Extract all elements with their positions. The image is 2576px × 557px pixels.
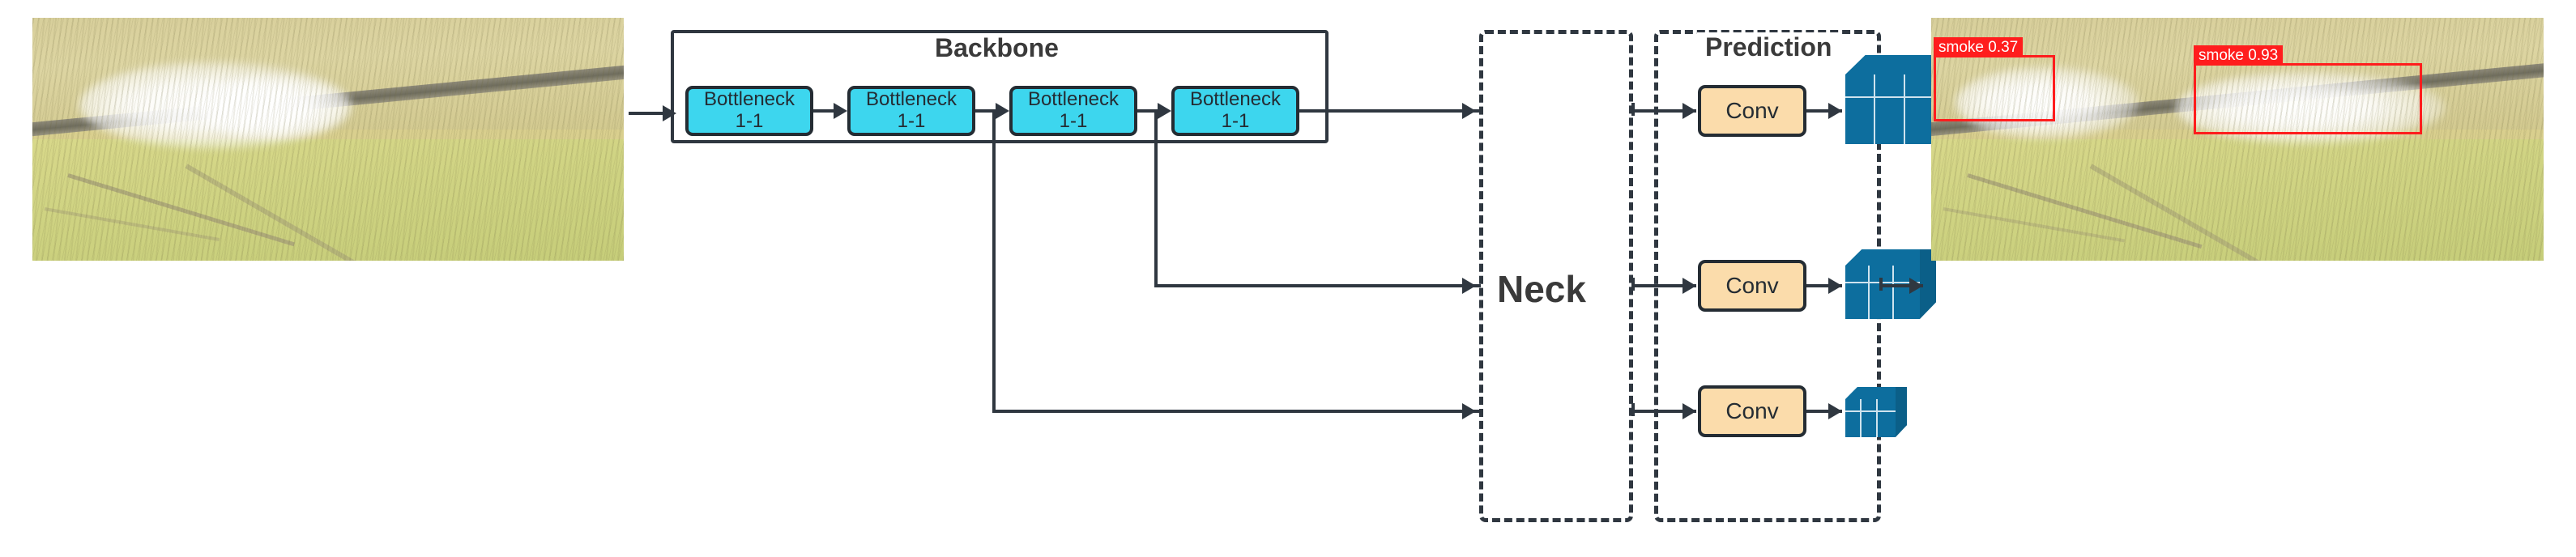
output-image: smoke 0.37 smoke 0.93 xyxy=(1931,18,2544,261)
bottleneck-3-line2: 1-1 xyxy=(1059,110,1088,132)
arrow-neck-pred3-head xyxy=(1683,403,1696,419)
bottleneck-block-1[interactable]: Bottleneck 1-1 xyxy=(685,86,813,136)
bottleneck-3-line1: Bottleneck xyxy=(1027,88,1120,111)
backbone-group xyxy=(671,30,1329,143)
conv-3-label: Conv xyxy=(1725,398,1779,424)
cube-cell xyxy=(1845,98,1875,144)
skip-bn2-horizontal xyxy=(992,410,1481,413)
cube-medium-front xyxy=(1845,266,1920,319)
output-cube-small xyxy=(1845,387,1907,437)
cube-small-top xyxy=(1845,387,1896,399)
bottleneck-block-2[interactable]: Bottleneck 1-1 xyxy=(847,86,975,136)
detection-box-2: smoke 0.93 xyxy=(2194,45,2422,134)
arrow-prediction-to-output-head xyxy=(1909,278,1923,294)
bottleneck-1-line2: 1-1 xyxy=(735,110,764,132)
arrow-neck-pred3-line xyxy=(1633,410,1696,413)
input-image xyxy=(32,18,624,261)
cube-small-front xyxy=(1845,399,1896,437)
input-lower-field xyxy=(32,139,624,261)
arrow-backbone-to-neck-top-line xyxy=(1299,109,1481,113)
bottleneck-2-line2: 1-1 xyxy=(897,110,926,132)
arrow-bn1-bn2-line xyxy=(813,109,834,113)
bottleneck-1-line1: Bottleneck xyxy=(703,88,795,111)
output-lower-field xyxy=(1931,139,2544,261)
cube-cell xyxy=(1845,412,1862,437)
output-smoke-plume-left xyxy=(1955,66,2140,139)
arrow-conv1-cube1-line xyxy=(1806,109,1842,113)
skip-bn3-head xyxy=(1462,278,1476,294)
neck-title: Neck xyxy=(1497,268,1586,310)
cube-medium-side xyxy=(1920,249,1936,319)
conv-1-label: Conv xyxy=(1725,98,1779,124)
arrow-backbone-to-neck-top-head xyxy=(1462,103,1476,119)
cube-medium-top xyxy=(1845,249,1920,266)
cube-cell xyxy=(1845,74,1875,98)
arrow-neck-pred1-head xyxy=(1683,103,1696,119)
backbone-title: Backbone xyxy=(927,33,1067,63)
arrow-neck-pred1-line xyxy=(1633,109,1696,113)
cube-cell xyxy=(1878,399,1896,412)
cube-cell xyxy=(1875,74,1905,98)
skip-bn2-head xyxy=(1462,403,1476,419)
conv-block-3[interactable]: Conv xyxy=(1698,385,1806,437)
cube-cell xyxy=(1905,98,1936,144)
cube-cell xyxy=(1845,266,1870,283)
detection-label-1: smoke 0.37 xyxy=(1934,37,2024,57)
neck-group xyxy=(1479,30,1633,522)
arrow-prediction-to-output-line xyxy=(1881,284,1923,287)
cube-cell xyxy=(1875,98,1905,144)
conv-2-label: Conv xyxy=(1725,273,1779,299)
arrow-conv3-cube3-head xyxy=(1828,403,1842,419)
bottleneck-block-3[interactable]: Bottleneck 1-1 xyxy=(1009,86,1137,136)
skip-bn3-horizontal xyxy=(1154,284,1481,287)
arrow-conv1-cube1-head xyxy=(1828,103,1842,119)
arrow-conv2-cube2-head xyxy=(1828,278,1842,294)
output-cube-medium xyxy=(1845,249,1936,319)
cube-cell xyxy=(1878,412,1896,437)
skip-bn3-vertical xyxy=(1154,109,1158,287)
cube-cell xyxy=(1845,399,1862,412)
input-smoke-plume-tail xyxy=(198,76,352,139)
arrow-conv2-cube2-line xyxy=(1806,284,1842,287)
cube-cell xyxy=(1905,74,1936,98)
arrow-bn2-bn3-line xyxy=(975,109,996,113)
input-texture xyxy=(32,18,624,261)
conv-block-2[interactable]: Conv xyxy=(1698,260,1806,312)
cube-cell xyxy=(1845,283,1870,319)
cube-small-side xyxy=(1896,387,1907,437)
conv-block-1[interactable]: Conv xyxy=(1698,85,1806,137)
detection-box-1: smoke 0.37 xyxy=(1934,37,2055,121)
cube-cell xyxy=(1862,412,1878,437)
arrow-bn3-bn4-line xyxy=(1137,109,1158,113)
arrow-neck-pred2-line xyxy=(1633,284,1696,287)
bottleneck-4-line1: Bottleneck xyxy=(1189,88,1282,111)
bottleneck-2-line1: Bottleneck xyxy=(865,88,957,111)
arrow-bn3-bn4-head xyxy=(1158,103,1171,119)
arrow-input-to-backbone-line xyxy=(629,112,663,115)
cube-large-front xyxy=(1845,74,1936,144)
arrow-bn2-bn3-head xyxy=(996,103,1009,119)
detection-label-2: smoke 0.93 xyxy=(2194,45,2284,66)
bottleneck-block-4[interactable]: Bottleneck 1-1 xyxy=(1171,86,1299,136)
skip-bn2-vertical xyxy=(992,109,996,413)
arrow-bn1-bn2-head xyxy=(834,103,847,119)
arrow-neck-pred2-head xyxy=(1683,278,1696,294)
prediction-title: Prediction xyxy=(1697,32,1840,62)
arrow-conv3-cube3-line xyxy=(1806,410,1842,413)
cube-cell xyxy=(1862,399,1878,412)
bottleneck-4-line2: 1-1 xyxy=(1221,110,1250,132)
